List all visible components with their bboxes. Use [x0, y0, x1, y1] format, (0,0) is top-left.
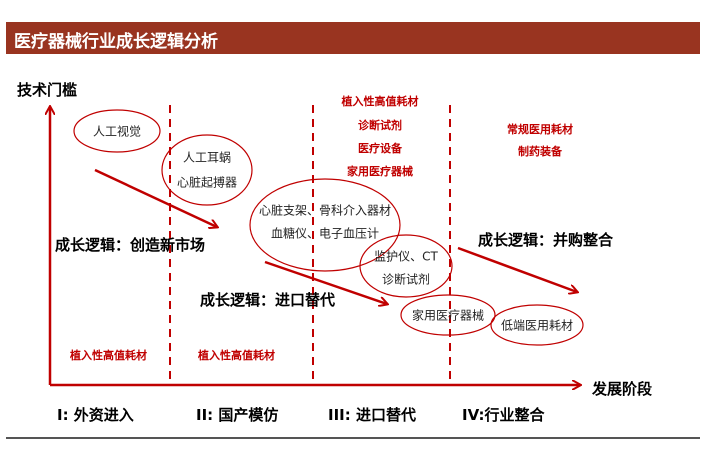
ellipse-label: 人工耳蜗: [182, 150, 232, 165]
ellipse: [400, 294, 496, 336]
ellipse-label: 监护仪、CT: [374, 249, 438, 264]
stage4-item: 常规医用耗材: [507, 123, 573, 136]
growth-arrow: [457, 246, 577, 292]
stage-label: I: 外资进入: [57, 406, 134, 424]
stage3-item: 家用医疗器械: [347, 165, 413, 178]
stage3-item: 诊断试剂: [358, 119, 402, 132]
stage4-item: 制药装备: [518, 145, 562, 158]
ellipse-label: 血糖仪、电子血压计: [270, 226, 380, 241]
bottom-divider: [6, 437, 700, 439]
growth-arrow: [264, 260, 387, 304]
title-bar: [6, 22, 700, 54]
stage-label: IV:行业整合: [462, 406, 545, 424]
x-axis-label: 发展阶段: [592, 380, 653, 398]
ellipse: [73, 109, 161, 153]
stage3-item: 医疗设备: [358, 142, 402, 155]
stage-label: II: 国产模仿: [196, 406, 279, 424]
stage3-item: 植入性高值耗材: [341, 95, 419, 108]
growth-arrow: [94, 168, 217, 227]
ellipse: [359, 234, 453, 298]
ellipse: [490, 304, 584, 346]
growth-logic-label: 成长逻辑：进口替代: [200, 291, 336, 309]
stage-bottom-item: 植入性高值耗材: [70, 349, 147, 362]
ellipse-label: 诊断试剂: [381, 272, 431, 287]
growth-logic-label: 成长逻辑：创造新市场: [55, 236, 206, 254]
stage-bottom-item: 植入性高值耗材: [198, 349, 275, 362]
ellipse-label: 人工视觉: [92, 124, 142, 139]
ellipse-label: 低端医用耗材: [500, 318, 574, 333]
stage-label: III: 进口替代: [328, 406, 416, 424]
ellipse-label: 心脏支架、骨科介入器材: [258, 203, 392, 218]
ellipse-label: 心脏起搏器: [176, 175, 238, 190]
ellipse: [161, 134, 253, 206]
y-axis-label: 技术门槛: [17, 81, 78, 99]
ellipse-label: 家用医疗器械: [411, 308, 485, 323]
ellipse: [249, 178, 401, 272]
growth-logic-label: 成长逻辑：并购整合: [478, 231, 614, 249]
page-title: 医疗器械行业成长逻辑分析: [14, 32, 218, 52]
